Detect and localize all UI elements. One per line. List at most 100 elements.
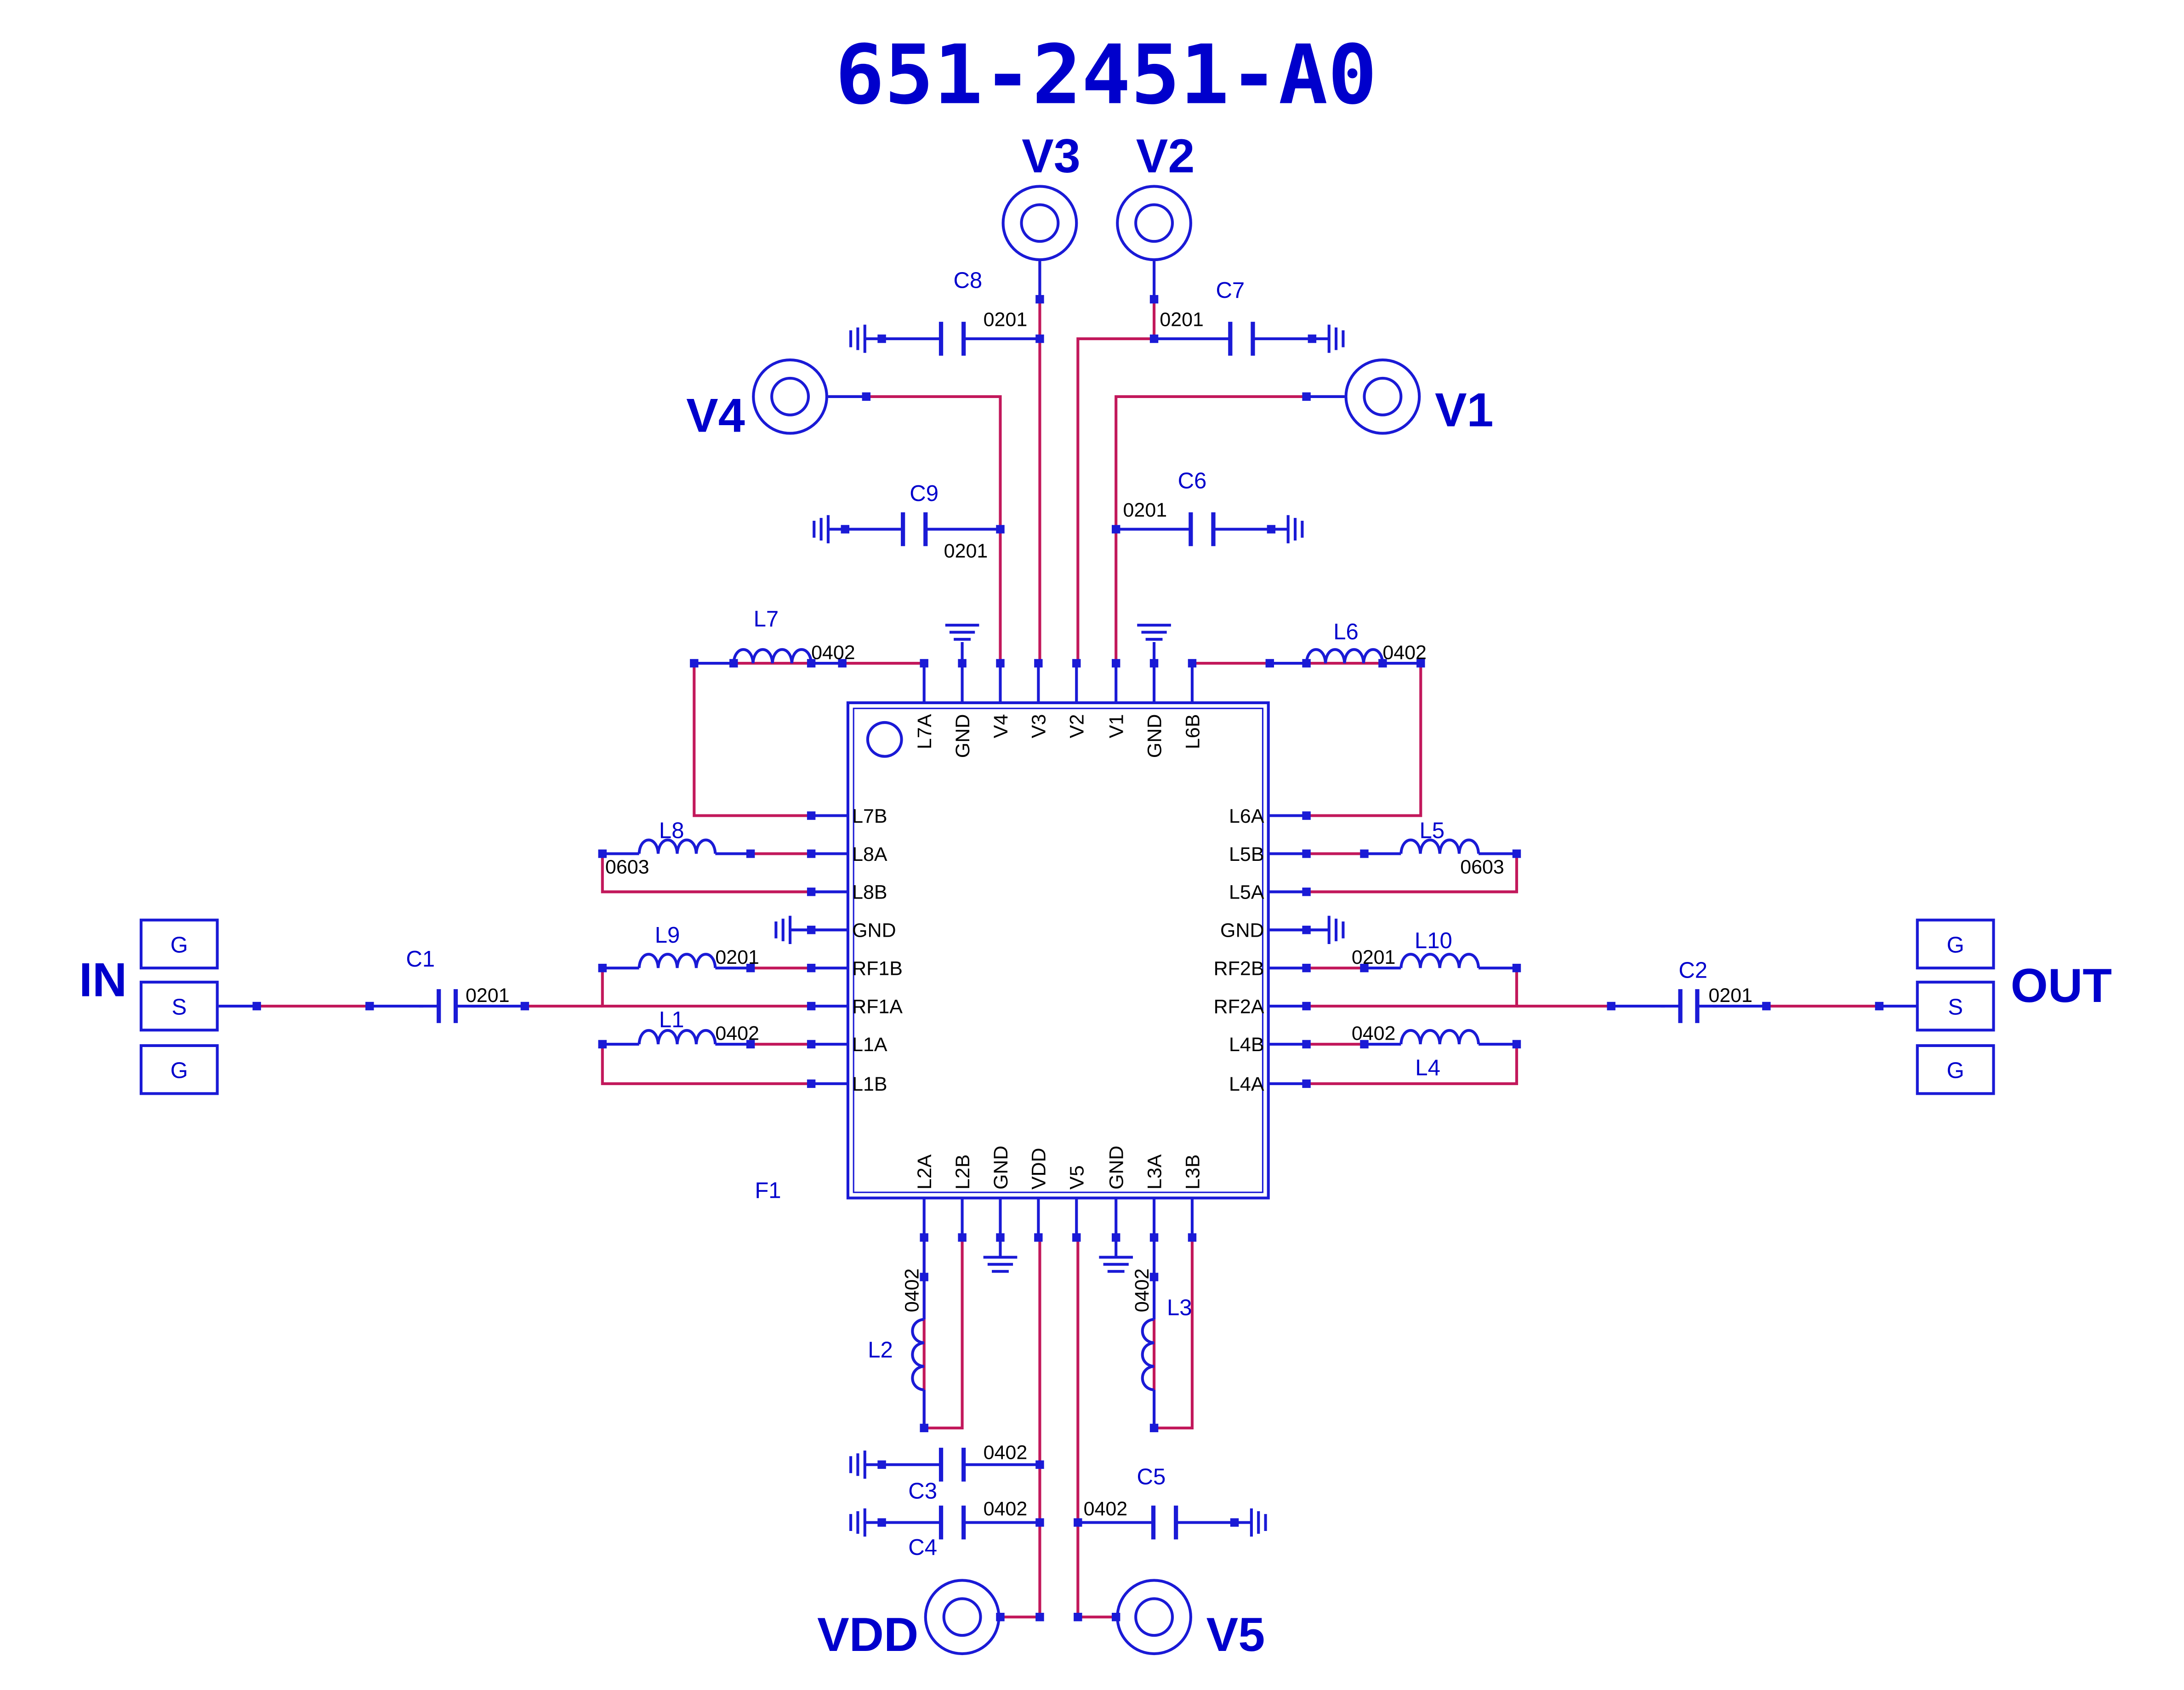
pin-label: L4A: [1229, 1073, 1264, 1095]
inductor-coil: [1399, 953, 1480, 968]
package-label: 0603: [1460, 856, 1504, 878]
ic-ref: F1: [755, 1178, 781, 1203]
pin-label: V4: [990, 714, 1012, 739]
capacitor-c8: [864, 322, 1040, 356]
pin-dot: [746, 849, 755, 858]
port-pad-label: S: [1948, 995, 1963, 1019]
connector-ring: [1344, 358, 1421, 435]
inductor-coil: [911, 1318, 925, 1392]
ground-symbol: [945, 624, 979, 641]
pin-label: V3: [1028, 714, 1050, 739]
pin-dot: [1302, 659, 1311, 668]
inductor-ref: L4: [1415, 1055, 1440, 1080]
package-label: 0402: [1352, 1023, 1396, 1045]
supply-connector-v4: [752, 358, 828, 435]
pin1-marker: [866, 721, 903, 758]
pin-label: L4B: [1229, 1034, 1264, 1056]
wire: [601, 968, 812, 1008]
ground-symbol: [849, 324, 866, 353]
pin-dot: [1762, 1001, 1771, 1011]
pin-label: L3B: [1182, 1155, 1204, 1189]
port-pad-label: S: [171, 995, 187, 1019]
pin-dot: [996, 1613, 1005, 1622]
ground-symbol: [1286, 515, 1304, 544]
pin-dot: [365, 1001, 374, 1011]
wire: [1306, 854, 1519, 893]
capacitor-ref: C5: [1137, 1465, 1166, 1490]
ground-symbol: [1327, 324, 1345, 353]
package-label: 0201: [944, 540, 988, 562]
inductor-l8: [637, 838, 717, 854]
pin-dot: [1149, 1423, 1159, 1433]
wire: [828, 395, 1002, 664]
supply-label: V2: [1136, 130, 1195, 183]
connector-pin: [770, 376, 810, 416]
wire: [1153, 1237, 1194, 1429]
pin-label: L5A: [1229, 882, 1264, 904]
pin-dot: [1265, 659, 1274, 668]
pin-dot: [598, 963, 607, 973]
port-pad-label: G: [1947, 933, 1964, 957]
connector-ring: [924, 1579, 1001, 1656]
pin-dot: [1267, 525, 1276, 534]
package-label: 0201: [984, 308, 1028, 330]
inductor-l6: [1305, 648, 1384, 664]
supply-label: V4: [686, 389, 745, 443]
pin-dot: [729, 659, 738, 668]
capacitor-c6: [1116, 512, 1288, 546]
connector-pin: [1134, 1597, 1174, 1637]
pin-dot: [746, 1040, 755, 1049]
pin-label: L6A: [1229, 805, 1264, 827]
package-label: 0402: [1084, 1498, 1128, 1520]
pin-dot: [1416, 659, 1425, 668]
port-pad-label: G: [171, 1058, 188, 1083]
port-pad: [139, 980, 219, 1032]
ic-body: [846, 701, 1270, 1200]
wire: [1076, 1237, 1116, 1619]
pin-dot: [877, 334, 886, 343]
port-pad: [139, 1044, 219, 1095]
wire: [1306, 1044, 1519, 1085]
pin-dot: [1111, 1613, 1120, 1622]
pin-label: GND: [952, 714, 974, 758]
pin-dot: [1607, 1001, 1615, 1011]
connector-ring: [1116, 185, 1192, 262]
connector-pin: [1020, 203, 1060, 243]
ground-symbol: [1250, 1508, 1267, 1537]
port-pad-label: G: [1947, 1058, 1964, 1083]
wire: [1000, 1237, 1041, 1619]
capacitor-c2: [1661, 989, 1717, 1023]
wire: [922, 1237, 964, 1429]
pin-label: GND: [990, 1146, 1012, 1189]
inductor-ref: L5: [1420, 819, 1445, 843]
package-label: 0402: [984, 1498, 1028, 1520]
supply-connector-v3: [1001, 185, 1078, 262]
wire: [1192, 662, 1422, 817]
pin-dot: [1302, 392, 1311, 401]
pin-label: L6B: [1182, 714, 1204, 749]
supply-connector-v1: [1344, 358, 1421, 435]
pin-label: GND: [1220, 920, 1264, 942]
pin-label: RF1A: [852, 996, 903, 1018]
inductor-l3: [1141, 1318, 1155, 1392]
capacitor-c7: [1154, 322, 1329, 356]
connector-pin: [942, 1597, 982, 1637]
pin-dot: [598, 849, 607, 858]
pin-dot: [1360, 963, 1369, 973]
package-label: 0201: [1352, 946, 1396, 968]
pin-dot: [841, 525, 849, 534]
pin-dot: [1875, 1001, 1884, 1011]
pin-label: V1: [1106, 714, 1128, 739]
package-label: 0402: [1382, 642, 1427, 664]
pin-dot: [1308, 334, 1317, 343]
pin-dot: [920, 1423, 928, 1433]
supply-label: V5: [1206, 1608, 1265, 1662]
package-label: 0201: [1708, 984, 1752, 1007]
pin-dot: [1512, 1040, 1521, 1049]
capacitor-ref: C7: [1216, 278, 1245, 303]
inductor-l1: [637, 1029, 717, 1045]
port-label-out: OUT: [2011, 959, 2112, 1013]
